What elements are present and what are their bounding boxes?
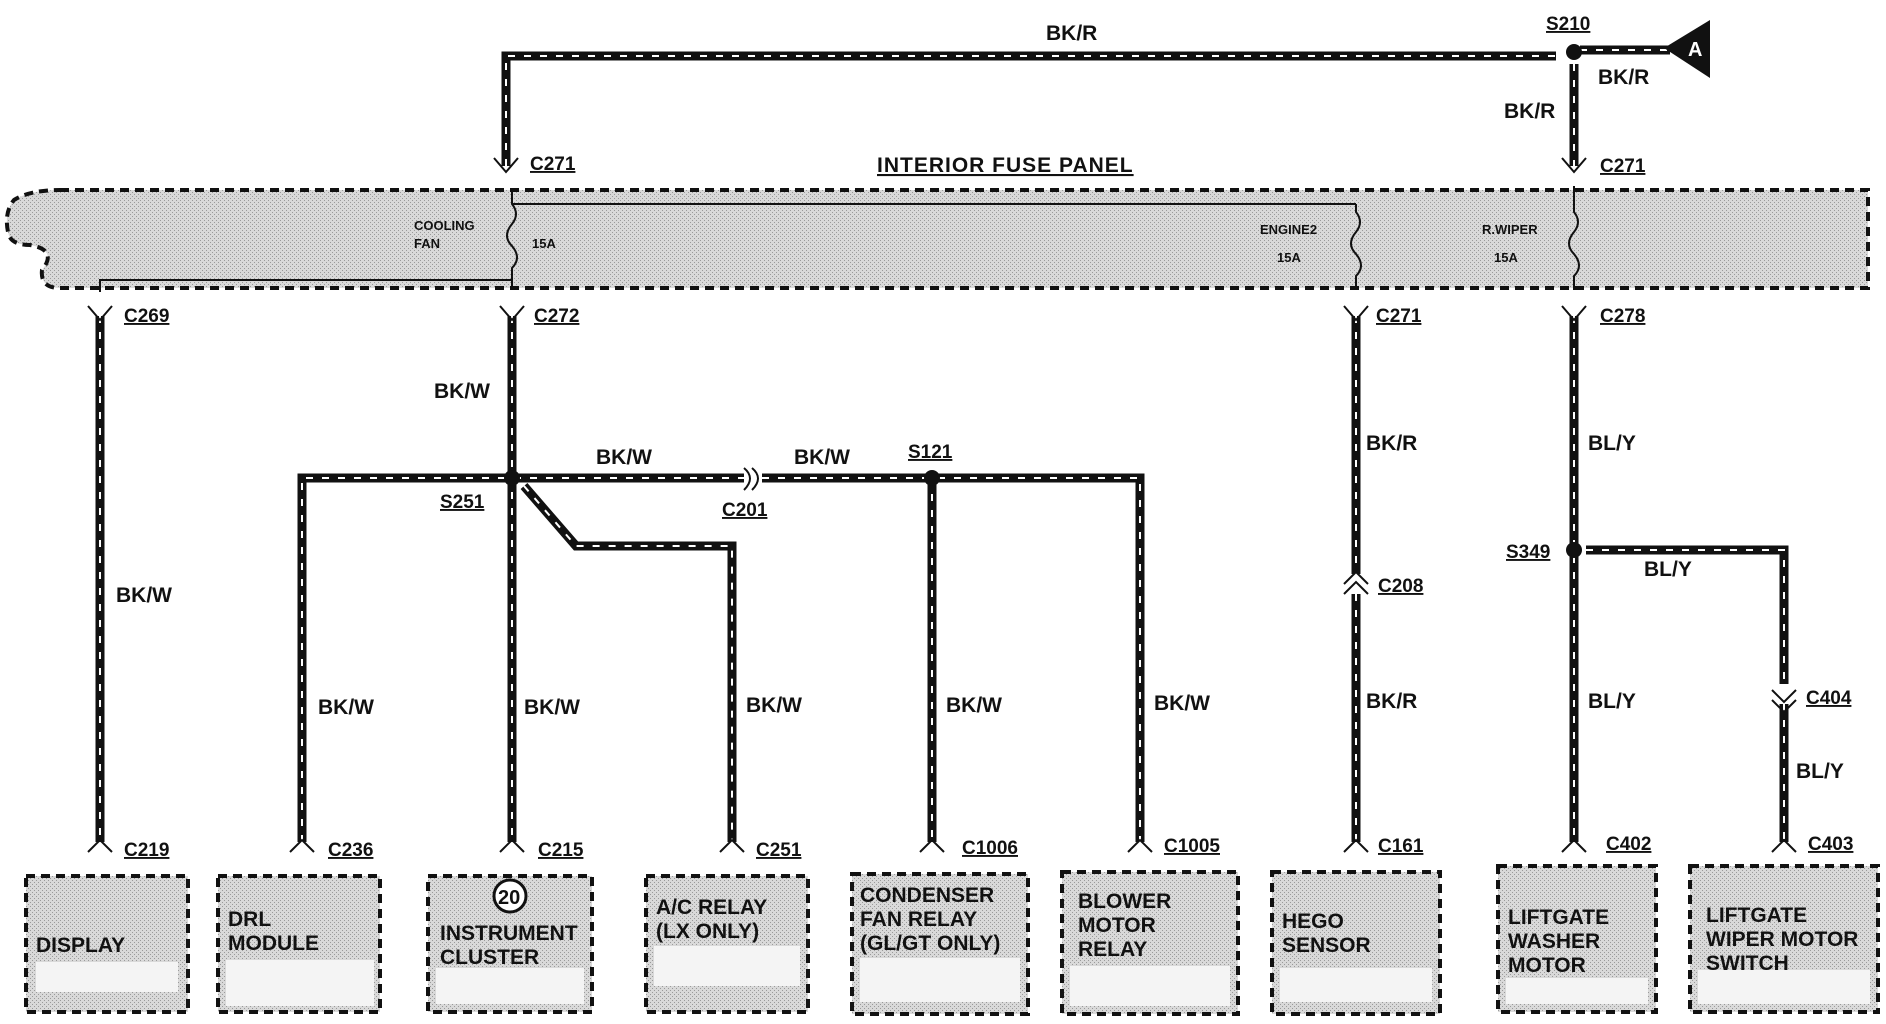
connector-c215: C215 [538,840,584,861]
component-hego-label-2: SENSOR [1282,934,1371,957]
component-drl-label-2: MODULE [228,932,319,955]
fuse-cooling-fan-label: COOLING [414,218,475,233]
fuse-cooling-fan-label-2: FAN [414,236,440,251]
wire-label-blower: BK/W [1154,692,1210,715]
connector-labels: C271 C271 C269 C272 C271 C278 C201 C208 … [124,154,1853,861]
fuse-engine2-rating: 15A [1277,250,1301,265]
splice-s349-dot [1566,542,1582,558]
arrow-marker-icon [1664,20,1710,78]
connector-c1005: C1005 [1164,836,1220,857]
wire-label-display: BK/W [116,584,172,607]
component-wiper-switch-label-1: LIFTGATE [1706,904,1807,927]
interior-fuse-panel: INTERIOR FUSE PANEL COOLING FAN 15A ENGI… [4,154,1870,292]
wire-label-hego-upper: BK/R [1366,432,1417,455]
component-hego-sensor: HEGO SENSOR [1270,870,1442,1016]
component-washer-label-2: WASHER [1508,930,1600,953]
wire-label-c201-right: BK/W [794,446,850,469]
splice-points: S210 S251 S121 S349 [440,14,1590,563]
component-blower-label-2: MOTOR [1078,914,1156,937]
component-cluster-label-2: CLUSTER [440,946,539,969]
wire-label-washer: BL/Y [1588,690,1636,713]
fuse-engine2-label: ENGINE2 [1260,222,1317,237]
wire-label-s349-right: BL/Y [1644,558,1692,581]
component-blower-label-3: RELAY [1078,938,1147,961]
component-washer-label-1: LIFTGATE [1508,906,1609,929]
component-liftgate-washer-motor: LIFTGATE WASHER MOTOR [1496,864,1658,1014]
cluster-badge-number: 20 [498,887,520,909]
connector-c271-engine2: C271 [1376,306,1422,327]
wires [95,45,1789,842]
splice-s251: S251 [440,492,485,513]
component-drl-label-1: DRL [228,908,271,931]
component-ac-label-2: (LX ONLY) [656,920,759,943]
component-ac-label-1: A/C RELAY [656,896,767,919]
wire-label-top-run: BK/R [1046,22,1097,45]
component-instrument-cluster: 20 INSTRUMENT CLUSTER [426,874,594,1014]
component-cluster-label-1: INSTRUMENT [440,922,578,945]
wire-label-c272-drop: BK/W [434,380,490,403]
connector-c403: C403 [1808,834,1853,855]
connector-chevrons [87,157,1797,853]
connector-c269: C269 [124,306,169,327]
source-marker: A [1664,20,1710,78]
component-wiper-switch-label-2: WIPER MOTOR [1706,928,1858,951]
splice-s210-dot [1566,44,1582,60]
connector-c402: C402 [1606,834,1651,855]
connector-c161: C161 [1378,836,1424,857]
wire-label-wiper-switch: BL/Y [1796,760,1844,783]
connector-c271-top-left: C271 [530,154,576,175]
connector-c272: C272 [534,306,579,327]
fuse-rwiper-label: R.WIPER [1482,222,1538,237]
wire-label-wiper-upper: BL/Y [1588,432,1636,455]
fuse-panel-title: INTERIOR FUSE PANEL [877,154,1134,177]
connector-c201: C201 [722,500,768,521]
splice-s349: S349 [1506,542,1550,563]
wire-label-cluster: BK/W [524,696,580,719]
connector-c219: C219 [124,840,169,861]
wire-label-drop-s210: BK/R [1504,100,1555,123]
component-ac-relay: A/C RELAY (LX ONLY) [644,874,810,1014]
wire-label-hego-lower: BK/R [1366,690,1417,713]
component-drl-module: DRL MODULE [216,874,382,1014]
component-display-label: DISPLAY [36,934,125,957]
wire-label-s251-right: BK/W [596,446,652,469]
wire-label-condenser: BK/W [946,694,1002,717]
wire-label-drl: BK/W [318,696,374,719]
splice-s251-dot [504,470,520,486]
component-blower-label-1: BLOWER [1078,890,1171,913]
component-wiper-switch-label-3: SWITCH [1706,952,1789,975]
splice-s121: S121 [908,442,953,463]
cluster-badge-circle [492,878,528,914]
connector-c1006: C1006 [962,838,1018,859]
component-blower-motor-relay: BLOWER MOTOR RELAY [1060,870,1240,1016]
fuse-cooling-fan-rating: 15A [532,236,556,251]
source-marker-label: A [1688,39,1702,61]
fuse-rwiper-rating: 15A [1494,250,1518,265]
component-hego-label-1: HEGO [1282,910,1344,933]
component-condenser-label-1: CONDENSER [860,884,994,907]
connector-c251: C251 [756,840,802,861]
component-condenser-fan-relay: CONDENSER FAN RELAY (GL/GT ONLY) [850,872,1030,1016]
splice-s210: S210 [1546,14,1590,35]
component-condenser-label-3: (GL/GT ONLY) [860,932,1000,955]
component-display: DISPLAY [24,874,190,1014]
wire-label-feed-a: BK/R [1598,66,1649,89]
component-washer-label-3: MOTOR [1508,954,1586,977]
component-condenser-label-2: FAN RELAY [860,908,977,931]
wire-color-labels: BK/R BK/R BK/R BK/W BK/W BK/W BK/W BK/W … [116,22,1844,783]
connector-c208: C208 [1378,576,1423,597]
component-liftgate-wiper-motor-switch: LIFTGATE WIPER MOTOR SWITCH [1688,864,1880,1014]
connector-c404: C404 [1806,688,1852,709]
connector-c236: C236 [328,840,373,861]
splice-s121-dot [924,470,940,486]
wire-label-ac: BK/W [746,694,802,717]
connector-c278: C278 [1600,306,1645,327]
connector-c271-top-right: C271 [1600,156,1646,177]
